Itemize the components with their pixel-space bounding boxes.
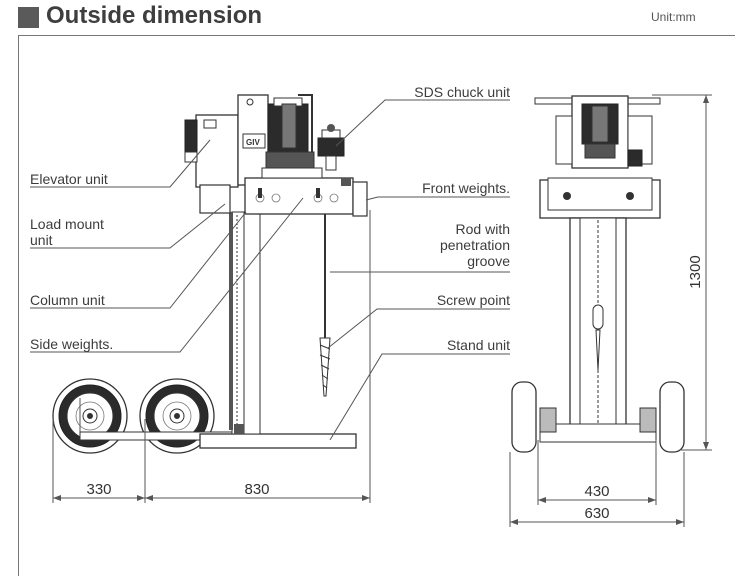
stand-base xyxy=(199,433,357,449)
dim-430: 430 xyxy=(584,483,609,500)
label-rod-3: groove xyxy=(467,253,510,269)
dim-1300: 1300 xyxy=(687,255,704,288)
dim-830: 830 xyxy=(244,481,269,498)
label-elevator-unit: Elevator unit xyxy=(30,171,108,187)
device-badge: GIV xyxy=(246,138,260,147)
label-column-unit: Column unit xyxy=(30,292,105,308)
unit-label: Unit:mm xyxy=(651,10,696,24)
front-dimension-lines xyxy=(509,94,712,527)
front-view xyxy=(511,95,685,453)
label-stand-unit: Stand unit xyxy=(447,337,510,353)
label-rod-1: Rod with xyxy=(456,221,510,237)
dim-330: 330 xyxy=(86,481,111,498)
label-load-mount-2: unit xyxy=(30,232,53,248)
column xyxy=(231,211,245,435)
page-title: Outside dimension xyxy=(46,2,263,29)
header: Outside dimension Unit:mm xyxy=(0,0,735,34)
label-sds-chuck: SDS chuck unit xyxy=(414,84,510,100)
label-rod-2: penetration xyxy=(440,237,510,253)
label-load-mount-1: Load mount xyxy=(30,216,104,232)
left-wheel xyxy=(52,378,128,454)
diagram-frame xyxy=(18,35,735,576)
title-square-icon xyxy=(18,7,39,28)
side-leaders xyxy=(30,99,510,441)
dim-630: 630 xyxy=(584,505,609,522)
elevator-box xyxy=(195,114,239,188)
label-side-weights: Side weights. xyxy=(30,336,113,352)
label-screw-point: Screw point xyxy=(437,292,510,308)
side-dimension-lines xyxy=(52,210,371,503)
side-view: GIV xyxy=(52,94,368,454)
label-front-weights: Front weights. xyxy=(422,180,510,196)
